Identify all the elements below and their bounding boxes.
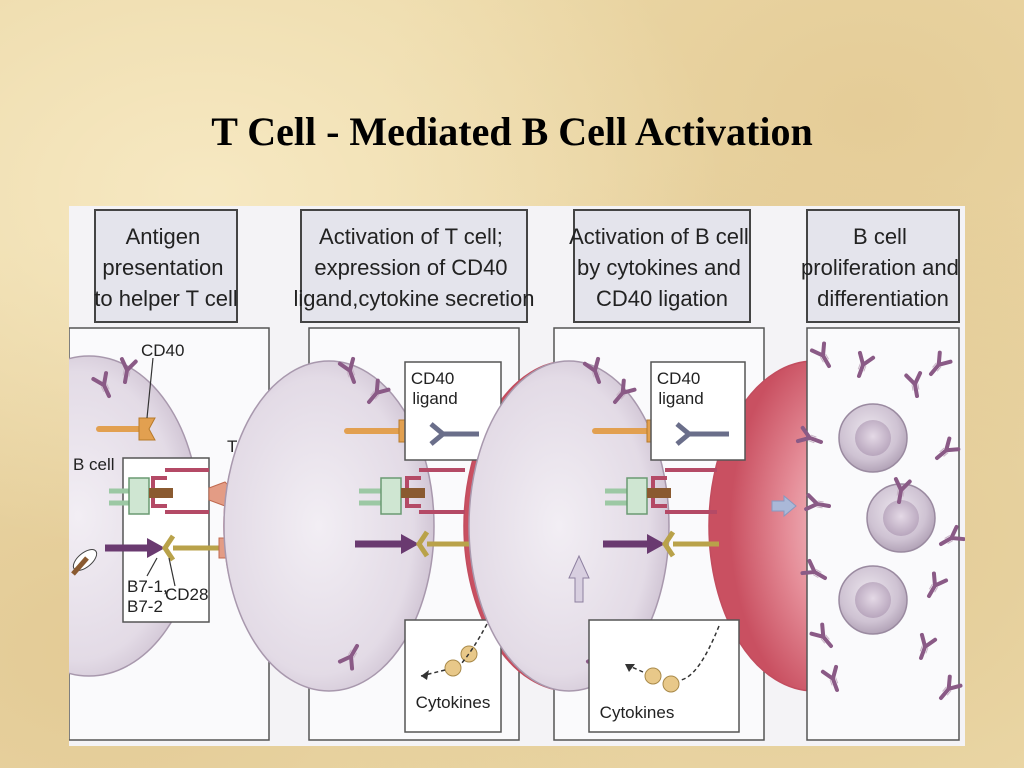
panel-2-header-line-2: expression of CD40	[314, 255, 507, 280]
activation-diagram: Antigen presentation to helper T cell CD…	[69, 206, 965, 746]
label-cd28: CD28	[165, 585, 208, 604]
svg-text:CD40 ligand: CD40 ligand	[657, 369, 705, 408]
panel-2-header-line-3: ligand,cytokine secretion	[294, 286, 535, 311]
svg-text:Antigen presentation: Antigen presentation to helper T cell	[94, 224, 238, 311]
svg-text:Activation of T cell; ex: Activation of T cell; expression of CD40…	[294, 224, 535, 311]
label-cd40-ligand-3b: ligand	[658, 389, 703, 408]
panel-1-header-line-3: to helper T cell	[94, 286, 238, 311]
panel-1-header-line-2: presentation	[102, 255, 223, 280]
label-b7-1: B7-1,	[127, 577, 168, 596]
label-b7-2: B7-2	[127, 597, 163, 616]
panel-1-header-line-1: Antigen	[126, 224, 201, 249]
svg-text:B cell proliferation and: B cell proliferation and differentiation	[801, 224, 965, 311]
label-cd40-ligand-1: CD40	[411, 369, 454, 388]
label-cytokines-panel-3: Cytokines	[600, 703, 675, 722]
slide-title: T Cell - Mediated B Cell Activation	[211, 109, 813, 154]
label-cd40-ligand-3a: CD40	[657, 369, 700, 388]
label-cytokines-panel-2: Cytokines	[416, 693, 491, 712]
panel-4-header-line-1: B cell	[853, 224, 907, 249]
panel-3-header-line-2: by cytokines and	[577, 255, 741, 280]
label-b-cell: B cell	[73, 455, 115, 474]
panel-3-header-line-1: Activation of B cell	[569, 224, 749, 249]
panel-3-header-line-3: CD40 ligation	[596, 286, 728, 311]
panel-b-cell-proliferation: B cell proliferation and differentiation	[795, 209, 965, 741]
panel-4-header-line-2: proliferation and	[801, 255, 959, 280]
svg-text:Activation of B cell by: Activation of B cell by cytokines and CD…	[569, 224, 755, 311]
label-cd40-ligand-2: ligand	[412, 389, 457, 408]
label-cd40: CD40	[141, 341, 184, 360]
svg-text:CD40 ligand: CD40 ligand	[411, 369, 459, 408]
panel-4-header-line-3: differentiation	[817, 286, 949, 311]
panel-2-header-line-1: Activation of T cell;	[319, 224, 503, 249]
